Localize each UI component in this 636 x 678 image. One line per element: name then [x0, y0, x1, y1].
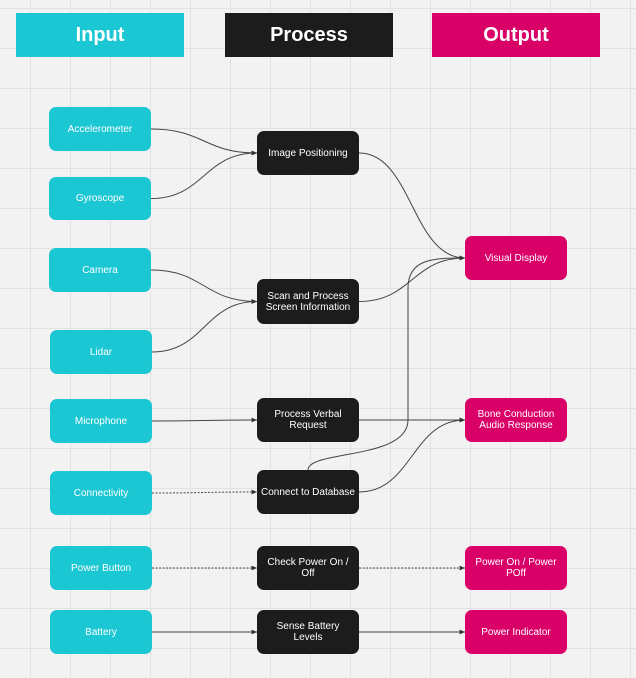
node-label: Process Verbal Request: [274, 409, 342, 431]
process-node-check-power[interactable]: Check Power On / Off: [257, 546, 359, 590]
node-label: Power On / Power POff: [475, 557, 557, 579]
input-node-lidar[interactable]: Lidar: [50, 330, 152, 374]
process-column-header: Process: [225, 13, 393, 57]
edge-camera-to-scan_process: [150, 269, 258, 304]
input-node-accelerometer[interactable]: Accelerometer: [49, 107, 151, 151]
output-node-visual-display[interactable]: Visual Display: [465, 236, 567, 280]
node-label: Camera: [82, 264, 118, 276]
node-label: Visual Display: [484, 252, 548, 264]
input-node-power-button[interactable]: Power Button: [50, 546, 152, 590]
edge-image_positioning-to-visual_display: [358, 152, 466, 261]
input-node-camera[interactable]: Camera: [49, 248, 151, 292]
node-label: Power Button: [70, 562, 132, 574]
node-label: Sense Battery Levels: [276, 621, 340, 643]
node-label: Scan and Process Screen Information: [265, 290, 351, 313]
node-label: Connect to Database: [261, 486, 355, 498]
node-label: Power Indicator: [481, 626, 551, 638]
output-node-bone-conduction[interactable]: Bone Conduction Audio Response: [465, 398, 567, 442]
input-node-gyroscope[interactable]: Gyroscope: [49, 177, 151, 220]
output-column-header: Output: [432, 13, 600, 57]
edge-gyroscope-to-image_positioning: [150, 150, 258, 199]
node-label: Bone Conduction Audio Response: [477, 409, 555, 431]
process-node-sense-battery[interactable]: Sense Battery Levels: [257, 610, 359, 654]
output-node-power-indicator[interactable]: Power Indicator: [465, 610, 567, 654]
node-label: Connectivity: [73, 487, 129, 499]
edge-accelerometer-to-image_positioning: [150, 128, 258, 156]
node-label: Microphone: [74, 415, 128, 427]
input-node-battery[interactable]: Battery: [50, 610, 152, 654]
process-node-scan-and-process[interactable]: Scan and Process Screen Information: [257, 279, 359, 324]
process-node-connect-database[interactable]: Connect to Database: [257, 470, 359, 514]
output-node-power-on-off[interactable]: Power On / Power POff: [465, 546, 567, 590]
node-label: Check Power On / Off: [267, 557, 349, 579]
process-node-verbal-request[interactable]: Process Verbal Request: [257, 398, 359, 442]
edge-connectivity-to-connect_db: [151, 489, 258, 495]
node-label: Image Positioning: [268, 147, 348, 159]
edge-microphone-to-verbal_request: [151, 417, 258, 423]
node-label: Accelerometer: [67, 123, 133, 135]
process-node-image-positioning[interactable]: Image Positioning: [257, 131, 359, 175]
input-column-header: Input: [16, 13, 184, 57]
node-label: Lidar: [89, 346, 113, 358]
edge-lidar-to-scan_process: [151, 299, 258, 353]
input-node-microphone[interactable]: Microphone: [50, 399, 152, 443]
input-node-connectivity[interactable]: Connectivity: [50, 471, 152, 515]
node-label: Battery: [85, 626, 117, 638]
edge-scan_process-to-visual_display: [358, 255, 466, 302]
edge-connect_db-to-bone_conduction: [358, 417, 466, 493]
node-label: Gyroscope: [75, 193, 125, 204]
